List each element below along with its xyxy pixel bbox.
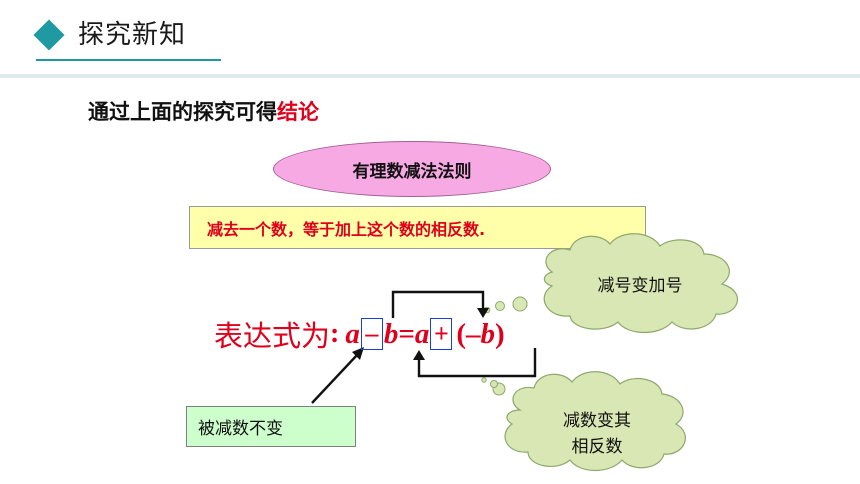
cloud-sign-change (483, 233, 739, 333)
arrow-minuend (311, 353, 359, 404)
cloud-opposite (481, 371, 686, 471)
arrow-opposite (417, 348, 537, 378)
arrow-head-diag (352, 347, 364, 360)
formula-label: 表达式为 (214, 319, 331, 353)
rule-title-text: 有理数减法法则 (352, 161, 472, 182)
arrow-head-up (413, 350, 425, 360)
sign-change-text: 减号变加号 (597, 276, 683, 296)
arrow-sign-change (391, 290, 485, 318)
formula-lparen: ( (456, 317, 467, 350)
opposite-text: 减数变其 相反数 (527, 408, 667, 460)
formula: 表达式为 : a – b = a + ( – b ) (214, 312, 505, 356)
title-underline (36, 59, 221, 61)
formula-rparen: ) (495, 317, 505, 350)
plus-box: + (430, 318, 453, 350)
formula-a1: a (345, 317, 360, 350)
minuend-note-box: 被减数不变 (186, 406, 356, 447)
formula-a2: a (414, 317, 430, 350)
rule-title-ellipse: 有理数减法法则 (273, 141, 551, 197)
arrow-head-down (477, 308, 489, 318)
intro-highlight: 结论 (277, 100, 319, 124)
rule-statement-box: 减去一个数，等于加上这个数的相反数. (189, 206, 646, 249)
formula-b2: b (480, 317, 496, 350)
header-divider (0, 74, 860, 78)
formula-b1: b (383, 317, 399, 350)
minuend-note-text: 被减数不变 (198, 419, 283, 439)
opposite-text-line2: 相反数 (571, 437, 623, 457)
rule-statement-text: 减去一个数，等于加上这个数的相反数. (207, 219, 486, 239)
formula-colon: : (330, 318, 340, 349)
section-title: 探究新知 (78, 20, 187, 50)
formula-equals: = (398, 317, 415, 350)
intro-main: 通过上面的探究可得 (88, 100, 277, 124)
opposite-text-line1: 减数变其 (563, 411, 631, 431)
formula-neg: – (466, 317, 481, 350)
minus-box: – (360, 318, 383, 350)
intro-text: 通过上面的探究可得结论 (88, 96, 319, 128)
